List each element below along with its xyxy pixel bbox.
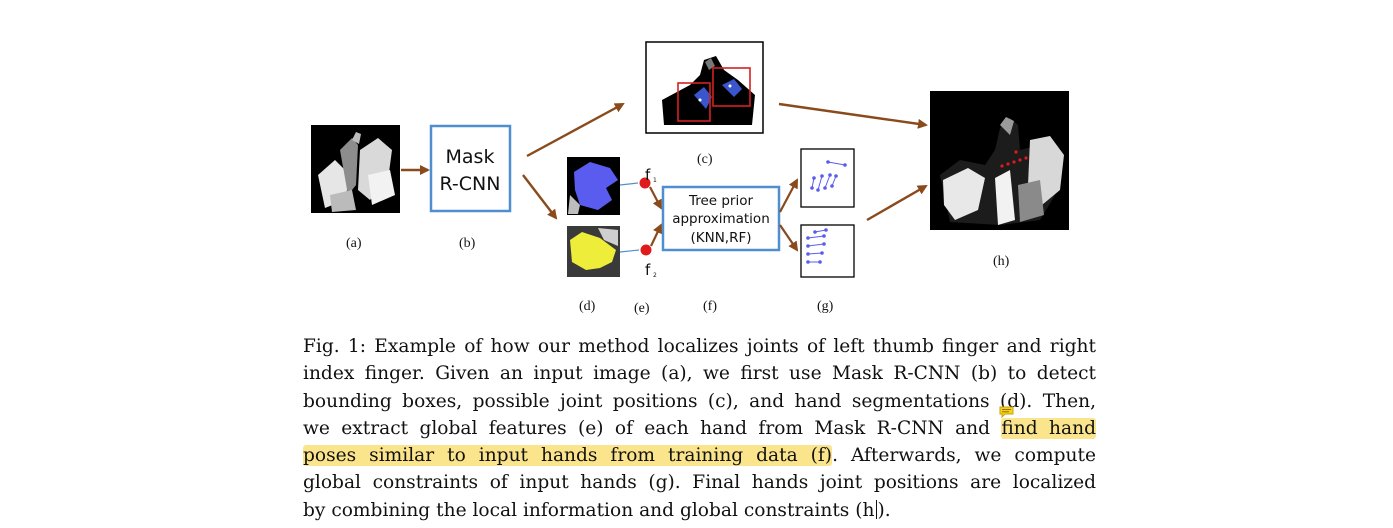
arrow-b-to-d	[522, 174, 558, 220]
mask-rcnn-box: Mask R-CNN	[429, 124, 512, 213]
mask-rcnn-line1: Mask	[446, 146, 495, 168]
link-d1-to-f1	[619, 182, 639, 186]
tree-prior-line2: approximation	[672, 211, 770, 227]
arrow-tree-to-g2	[779, 224, 799, 252]
global-constraint-plot-2	[800, 224, 855, 278]
caption-highlight-end[interactable]: poses similar to input hands from traini…	[303, 445, 833, 467]
caption-line-7-end: ).	[877, 499, 891, 521]
caption-line-7: by combining the local information and g…	[303, 497, 1096, 524]
caption-line-6: global constraints of input hands (g). F…	[303, 472, 1096, 494]
final-result-image	[930, 91, 1069, 230]
feature-label-f1: f	[645, 166, 651, 184]
figure-caption: Fig. 1: Example of how our method locali…	[303, 333, 1096, 524]
hand-segmentation-yellow	[567, 226, 620, 277]
label-e: (e)	[634, 301, 650, 316]
link-d2-to-f2	[619, 249, 640, 253]
feature-dot-f2	[640, 244, 652, 256]
arrow-f2-to-tree	[650, 223, 663, 247]
mask-rcnn-line2: R-CNN	[440, 173, 501, 195]
label-d: (d)	[579, 299, 596, 314]
global-constraint-plot-1	[800, 148, 855, 208]
arrow-tree-to-g1	[779, 178, 798, 213]
arrow-f1-to-tree	[649, 186, 662, 210]
caption-line-7-text: by combining the local information and g…	[303, 499, 875, 521]
label-b: (b)	[459, 236, 476, 251]
caption-line-1: Fig. 1: Example of how our method locali…	[303, 336, 1096, 357]
text-cursor	[875, 499, 877, 519]
caption-line-5-text: . Afterwards, we compute	[832, 445, 1096, 467]
feature-label-f1-sub: 1	[653, 177, 657, 184]
arrow-g-to-h	[866, 184, 928, 222]
tree-prior-box: Tree prior approximation (KNN,RF)	[661, 185, 781, 252]
caption-line-4-text: we extract global features (e) of each h…	[303, 417, 1002, 439]
arrow-c-to-h	[778, 102, 928, 129]
label-f: (f)	[703, 299, 717, 314]
caption-line-4: we extract global features (e) of each h…	[303, 415, 1096, 442]
comment-note-icon[interactable]	[999, 406, 1014, 418]
arrow-b-to-c	[526, 102, 625, 158]
label-h: (h)	[993, 254, 1010, 269]
caption-highlight-start[interactable]: find hand	[1001, 417, 1096, 439]
label-a: (a)	[346, 236, 362, 251]
feature-dot-f1	[639, 177, 651, 189]
joint-positions-image	[645, 41, 764, 134]
label-c: (c)	[697, 152, 713, 167]
hand-segmentation-blue	[567, 157, 620, 215]
feature-label-f2-sub: 2	[653, 272, 657, 279]
caption-line-5: poses similar to input hands from traini…	[303, 442, 1096, 469]
tree-prior-line1: Tree prior	[688, 193, 754, 209]
label-g: (g)	[817, 299, 834, 314]
caption-line-2: index finger. Given an input image (a), …	[303, 363, 1096, 385]
input-depth-image	[311, 125, 400, 213]
tree-prior-line3: (KNN,RF)	[690, 230, 751, 246]
feature-label-f2: f	[645, 261, 651, 279]
caption-line-3: bounding boxes, possible joint positions…	[303, 390, 1096, 412]
